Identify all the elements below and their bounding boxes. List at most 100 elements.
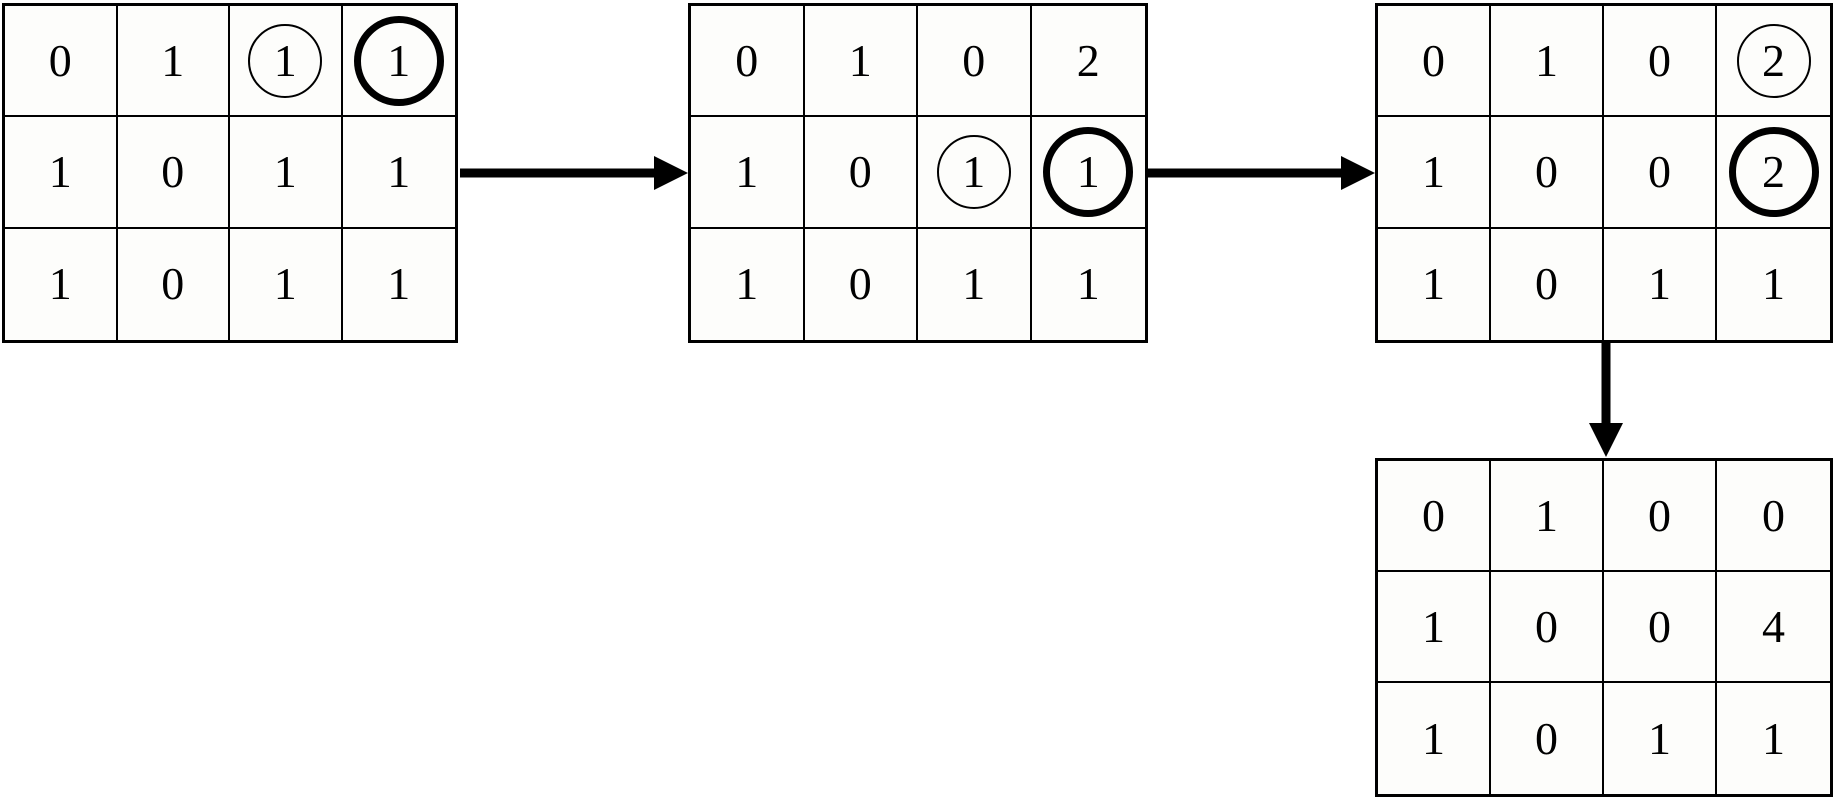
matrix-cell[interactable]: 1 (342, 117, 455, 229)
matrix-cell-value: 0 (1535, 600, 1558, 652)
matrix-cell-value: 1 (1648, 712, 1671, 764)
matrix-cell[interactable]: 1 (1717, 683, 1830, 794)
matrix-cell[interactable]: 0 (1717, 461, 1830, 572)
matrix-cell[interactable]: 2 (1717, 6, 1830, 118)
matrix-cell[interactable]: 1 (1604, 228, 1717, 340)
matrix-cell-value: 1 (962, 145, 986, 197)
matrix-cell[interactable]: 1 (1031, 117, 1145, 229)
matrix-cell[interactable]: 1 (5, 117, 118, 229)
matrix-cell-value: 1 (1422, 712, 1445, 764)
matrix-cell[interactable]: 0 (918, 6, 1032, 118)
matrix-cell-value: 0 (1535, 145, 1558, 197)
matrix-cell-value: 0 (161, 258, 185, 310)
matrix-cell[interactable]: 1 (918, 228, 1032, 340)
matrix-cell[interactable]: 0 (691, 6, 805, 118)
matrix-cell[interactable]: 1 (1378, 572, 1491, 683)
matrix-cell-value: 0 (1648, 600, 1671, 652)
matrix-cell-value: 1 (273, 145, 297, 197)
matrix-cell[interactable]: 1 (342, 6, 455, 118)
matrix-cell[interactable]: 1 (1032, 229, 1146, 340)
matrix-cell-value: 1 (1076, 258, 1100, 310)
matrix-cell[interactable]: 1 (804, 6, 918, 118)
matrix-cell[interactable]: 1 (1378, 117, 1491, 229)
matrix-cell-value: 1 (387, 145, 411, 197)
matrix-cell-value: 1 (387, 258, 411, 310)
arrow-shaft (1601, 343, 1611, 429)
matrix-cell[interactable]: 0 (1491, 683, 1604, 794)
matrix-cell[interactable]: 1 (918, 117, 1032, 229)
matrix-cell-value: 0 (1535, 712, 1558, 764)
matrix-cell[interactable]: 1 (343, 229, 456, 340)
matrix-cell-value: 2 (1076, 34, 1100, 86)
matrix-cell-value: 0 (1422, 489, 1445, 541)
matrix-cell[interactable]: 1 (230, 117, 343, 229)
arrow-grid2-to-grid3 (1148, 156, 1375, 190)
arrow-head-icon (654, 156, 688, 190)
matrix-cell-value: 1 (1762, 258, 1785, 310)
matrix-cell[interactable]: 1 (1491, 6, 1604, 118)
matrix-cell[interactable]: 0 (1378, 461, 1491, 572)
matrix-cell-value: 0 (735, 34, 759, 86)
matrix-cell[interactable]: 1 (230, 228, 343, 340)
matrix-cell[interactable]: 1 (230, 6, 343, 118)
matrix-cell[interactable]: 0 (117, 117, 230, 229)
matrix-cell[interactable]: 1 (5, 228, 118, 340)
matrix-cell-value: 0 (1422, 34, 1445, 86)
matrix-cell[interactable]: 0 (1604, 461, 1717, 572)
matrix-cell[interactable]: 4 (1717, 572, 1830, 683)
matrix-cell-value: 0 (1648, 145, 1671, 197)
matrix-cell-value: 1 (273, 34, 297, 86)
matrix-cell[interactable]: 0 (1604, 6, 1717, 118)
matrix-cell[interactable]: 1 (117, 6, 230, 118)
matrix-cell[interactable]: 0 (118, 228, 230, 340)
matrix-cell[interactable]: 1 (1378, 683, 1491, 794)
matrix-cell[interactable]: 1 (1378, 228, 1491, 340)
arrow-grid1-to-grid2 (460, 156, 688, 190)
arrow-head-icon (1341, 156, 1375, 190)
matrix-cell-value: 0 (848, 145, 872, 197)
matrix-cell-value: 0 (1535, 258, 1558, 310)
matrix-cell-value: 0 (962, 34, 986, 86)
matrix-cell-value: 1 (387, 34, 411, 86)
arrow-grid3-to-grid4 (1589, 343, 1623, 457)
matrix-cell-value: 2 (1762, 145, 1785, 197)
matrix-cell[interactable]: 2 (1717, 117, 1830, 229)
matrix-cell[interactable]: 1 (1604, 683, 1717, 794)
matrix-cell[interactable]: 0 (1604, 572, 1717, 683)
matrix-cell[interactable]: 0 (1378, 6, 1491, 118)
arrow-shaft (460, 168, 660, 178)
matrix-cell[interactable]: 0 (1604, 117, 1717, 229)
matrix-cell-value: 1 (848, 34, 872, 86)
matrix-cell-value: 0 (48, 34, 72, 86)
matrix-cell-value: 1 (273, 258, 297, 310)
matrix-cell[interactable]: 2 (1031, 6, 1145, 118)
matrix-cell[interactable]: 0 (805, 228, 918, 340)
matrix-cell[interactable]: 1 (1491, 461, 1604, 572)
matrix-cell-value: 1 (1535, 34, 1558, 86)
matrix-cell-value: 4 (1762, 600, 1785, 652)
arrow-shaft (1148, 168, 1347, 178)
matrix-cell[interactable]: 0 (1491, 228, 1604, 340)
matrix-cell-value: 0 (1648, 489, 1671, 541)
matrix-cell[interactable]: 1 (1717, 229, 1830, 340)
matrix-cell-value: 1 (48, 145, 72, 197)
arrow-head-icon (1589, 423, 1623, 457)
matrix-cell-value: 0 (1648, 34, 1671, 86)
matrix-cell[interactable]: 0 (1491, 572, 1604, 683)
matrix-cell-value: 1 (1762, 712, 1785, 764)
matrix-cell-value: 2 (1762, 34, 1785, 86)
matrix-cell[interactable]: 0 (804, 117, 918, 229)
matrix-cell[interactable]: 0 (5, 6, 118, 118)
matrix-cell[interactable]: 1 (691, 228, 805, 340)
matrix-cell-value: 1 (1422, 600, 1445, 652)
matrix-cell-value: 1 (735, 145, 759, 197)
matrix-cell-value: 1 (1648, 258, 1671, 310)
matrix-cell[interactable]: 0 (1491, 117, 1604, 229)
matrix-cell-value: 1 (962, 258, 986, 310)
matrix-cell[interactable]: 1 (691, 117, 805, 229)
